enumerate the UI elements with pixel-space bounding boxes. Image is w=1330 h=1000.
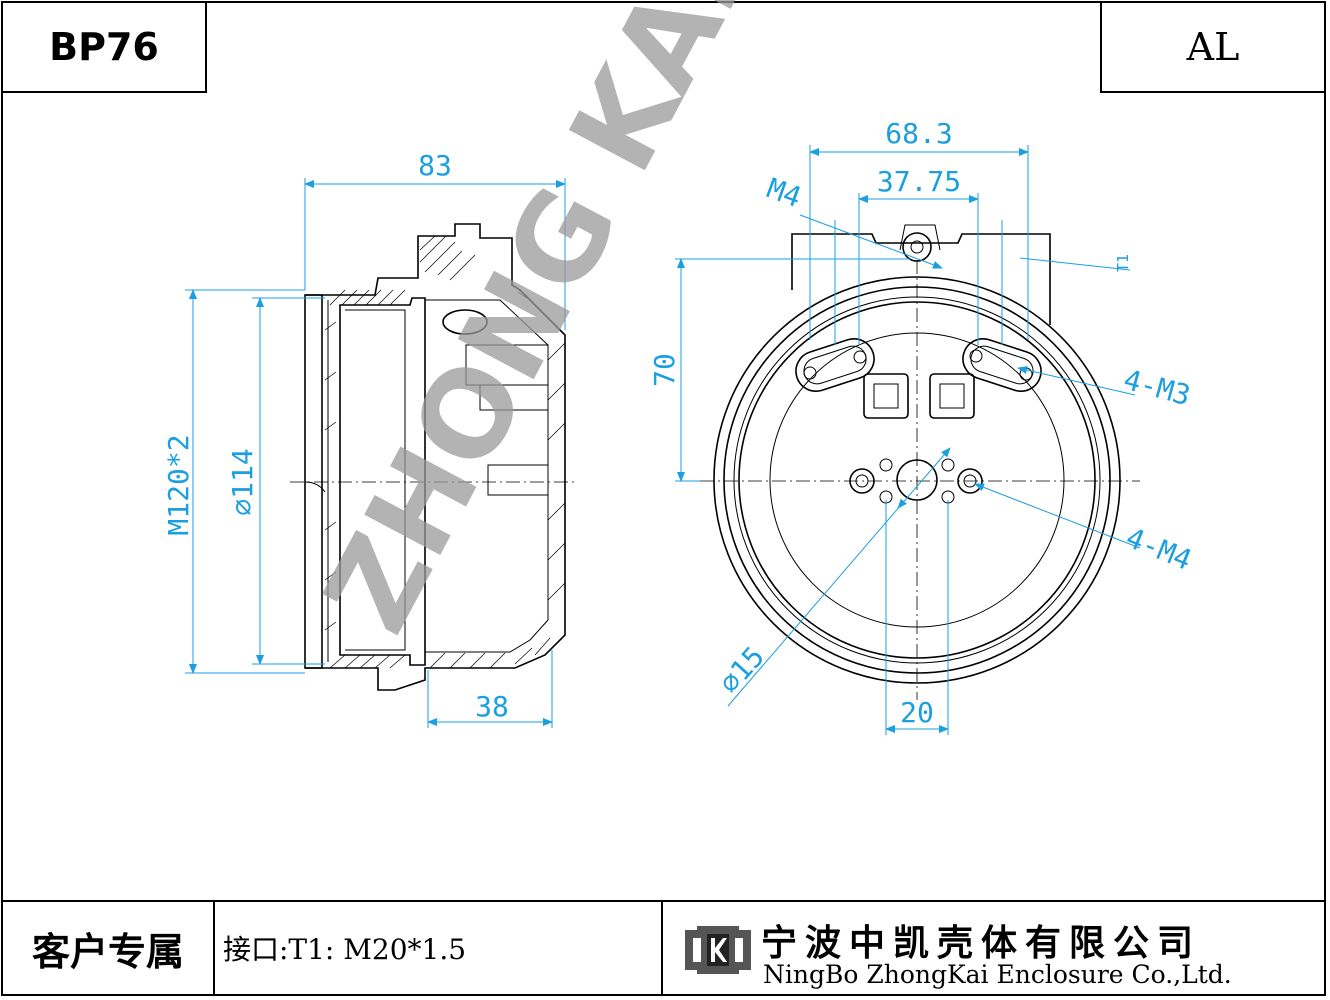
dim-side-thread: M120*2 [162, 434, 195, 535]
lid-face [305, 294, 323, 669]
slot-lug-left [795, 338, 875, 392]
slot-lug-right [962, 338, 1042, 392]
leader-port [1019, 257, 1131, 271]
dim-side-diameter: ⌀114 [226, 448, 259, 515]
dim-holes-m4: 4-M4 [1121, 521, 1196, 577]
wall-hatching [324, 235, 566, 669]
title-block: 客户专属 接口:T1: M20*1.5 宁波中凯壳体有限公司 NingBo Zh… [1, 900, 1326, 996]
company-name-en: NingBo ZhongKai Enclosure Co.,Ltd. [763, 960, 1232, 989]
dim-center-hole: ⌀15 [713, 640, 771, 700]
leader-center-hole [727, 447, 951, 707]
front-view: 68.3 37.75 M4 T1 70 4-M3 4-M4 ⌀15 2 [648, 117, 1196, 735]
top-housing [791, 233, 1051, 325]
boss-left [863, 373, 909, 419]
boss-right [929, 373, 975, 419]
interface-spec: 接口:T1: M20*1.5 [217, 902, 663, 994]
dim-center-spacing: 20 [900, 696, 934, 729]
leader-m4-top [799, 214, 943, 269]
company-logo-icon [685, 926, 751, 974]
dim-front-width: 68.3 [885, 117, 952, 150]
model-number-box: BP76 [1, 1, 207, 93]
dim-side-width: 83 [418, 149, 452, 182]
dim-side-depth: 38 [475, 690, 509, 723]
customer-label: 客户专属 [3, 902, 215, 994]
watermark: ZHONG KAI [298, 0, 771, 653]
dim-front-height: 70 [648, 353, 681, 387]
material-code: AL [1186, 25, 1240, 69]
leader-m3 [1017, 366, 1136, 396]
inner-wall [339, 297, 426, 666]
dim-holes-m3: 4-M3 [1120, 363, 1194, 412]
material-box: AL [1100, 1, 1326, 93]
company-name-cn: 宁波中凯壳体有限公司 [761, 923, 1202, 964]
side-outline [304, 223, 566, 691]
leader-m4 [974, 483, 1141, 549]
technical-drawing: 83 M120*2 ⌀114 38 [162, 0, 1196, 735]
dim-port: T1 [1114, 254, 1132, 272]
port-boss [902, 232, 932, 262]
outer-ring [713, 276, 1121, 684]
rib-middle [487, 464, 549, 496]
model-number: BP76 [49, 25, 159, 69]
rib-upper [465, 344, 549, 386]
side-view: 83 M120*2 ⌀114 38 [162, 149, 575, 728]
dim-front-spacing: 37.75 [877, 165, 961, 198]
dim-m4-top: M4 [763, 172, 806, 215]
port-oval [442, 309, 488, 335]
company-block: 宁波中凯壳体有限公司 NingBo ZhongKai Enclosure Co.… [665, 902, 1326, 994]
